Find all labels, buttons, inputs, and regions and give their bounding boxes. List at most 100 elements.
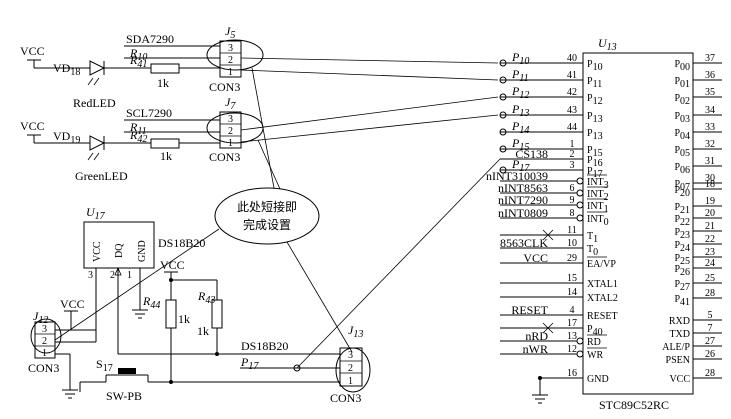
mcu-left-pin-name: P40	[587, 324, 603, 338]
svg-text:S17: S17	[96, 357, 113, 374]
j5-name: CON3	[209, 80, 240, 94]
j12-jumper-ellipse	[30, 318, 62, 354]
mcu-right-pin-num: 19	[705, 196, 715, 207]
led-red-sub: 18	[70, 67, 80, 78]
res-red-val: 1k	[157, 76, 169, 90]
mcu-right-pin-name: P27	[674, 279, 690, 293]
mcu-pin-bubble	[576, 337, 584, 345]
j13-net2: P	[240, 355, 249, 369]
svg-text:P17: P17	[240, 355, 259, 372]
mcu-part: STC89C52RC	[599, 398, 669, 412]
mcu-left-pin-name: INT2	[587, 189, 609, 203]
led-green-sub: 19	[70, 135, 80, 146]
mcu-right-pin-num: 23	[705, 247, 715, 258]
led-red-label: RedLED	[73, 96, 116, 110]
j7-sub: 7	[230, 101, 236, 112]
j12-ref: J	[33, 309, 39, 323]
mcu-left-pin-name: P11	[587, 76, 602, 90]
mcu-right-pin-num: 26	[705, 349, 715, 360]
pullup-resistors: VCC R44 1k R43 1k	[142, 258, 223, 382]
u17-pin-dq: DQ	[114, 243, 125, 258]
mcu-left-pin-num: 14	[567, 287, 577, 298]
mcu-left-pin-num: 3	[570, 160, 575, 171]
j13-pin-2: 2	[348, 363, 353, 374]
svg-text:VD18: VD18	[53, 61, 80, 78]
j12-pin-3: 3	[42, 324, 47, 335]
mcu-right-pin-num: 21	[705, 221, 715, 232]
j12-name: CON3	[28, 361, 59, 375]
mcu-left-pin-num: 13	[567, 331, 577, 342]
svg-text:R43: R43	[197, 289, 215, 306]
mcu-left-pin-num: 2	[570, 149, 575, 160]
mcu-right-pin-num: 24	[705, 258, 715, 269]
mcu-left-pin-num: 29	[567, 253, 577, 264]
mcu-left-pin-name: T1	[587, 231, 598, 245]
mcu-left-net-label: P15	[511, 136, 529, 153]
mcu-left-pin-num: 10	[567, 238, 577, 249]
mcu-right-pin-num: 22	[705, 234, 715, 245]
mcu-right-pin-num: 30	[705, 173, 715, 184]
mcu-right-pin-name: ALE/P	[662, 342, 690, 353]
mcu-left-net-label: nINT0809	[498, 206, 548, 220]
r44-val: 1k	[178, 312, 190, 326]
mcu-left-net-label: P12	[511, 84, 529, 101]
mcu-right-pin-name: P25	[674, 253, 690, 267]
res-green-sub: 42	[137, 134, 147, 145]
mcu-right-pin-name: PSEN	[666, 355, 690, 366]
mcu-right-pin-name: P07	[674, 179, 690, 193]
mcu-left-pin-num: 6	[570, 183, 575, 194]
u17-ref: U	[86, 205, 96, 219]
j5-jumper-ellipse	[206, 39, 264, 71]
mcu-right-pin-num: 25	[705, 273, 715, 284]
j5-pin-2: 2	[228, 55, 233, 66]
s17-button-icon	[118, 368, 136, 374]
mcu-right-pin-name: P22	[674, 214, 690, 228]
led-green-diode-icon	[89, 135, 106, 151]
mcu-left-net-label: nINT7290	[498, 193, 548, 207]
res-green-body	[150, 138, 180, 149]
mcu-left-pin-name: EA/VP	[587, 259, 616, 270]
mcu-left-pin-name: P13	[587, 111, 603, 125]
j7-ref: J	[225, 95, 231, 109]
j7-net: SCL7290	[126, 106, 172, 120]
cross-wires	[240, 57, 501, 369]
j13-jumper-ellipse	[335, 347, 371, 393]
res-green-val: 1k	[160, 149, 172, 163]
mcu-left-pin-num: 16	[567, 368, 577, 379]
mcu-left-pin-name: P12	[587, 93, 603, 107]
mcu-right-pin-num: 20	[705, 208, 715, 219]
mcu-net-terminal	[499, 76, 507, 84]
mcu-right-pin-name: P01	[674, 76, 690, 90]
svg-text:J12: J12	[33, 309, 48, 326]
mcu-left-pin-name: P10	[587, 59, 603, 73]
switch-s17: S17 SW-PB	[79, 353, 340, 403]
s17-name: SW-PB	[106, 389, 142, 403]
led-red-ref: VD	[53, 61, 71, 75]
mcu-left-net-label: nINT8563	[498, 181, 548, 195]
svg-text:VD19: VD19	[53, 129, 80, 146]
mcu-left-pin-num: 9	[570, 195, 575, 206]
mcu-right-pin-num: 34	[705, 105, 715, 116]
u17-pin-1: 1	[127, 270, 132, 281]
mcu-left-pin-num: 42	[567, 87, 577, 98]
mcu-left-pin-num: 40	[567, 53, 577, 64]
mcu-left-net-label: P14	[511, 119, 529, 136]
j13-net: DS18B20	[241, 339, 288, 353]
mcu-right-pin-num: 31	[705, 156, 715, 167]
svg-text:R41: R41	[129, 53, 147, 70]
mcu-pin-group: 40P10P1041P11P1142P12P1243P13P1344P13P14…	[486, 50, 722, 385]
mcu-left-pin-num: 41	[567, 70, 577, 81]
j5-net: SDA7290	[126, 32, 174, 46]
mcu-left-pin-name: P13	[587, 128, 603, 142]
mcu-pin-bubble	[576, 189, 584, 197]
j7-pin-3: 3	[228, 114, 233, 125]
mcu-pin-bubble	[576, 201, 584, 209]
j12-pin-1: 1	[42, 348, 47, 359]
led-red-arrow-icon	[87, 77, 94, 86]
u17-dq-arrow-icon	[114, 266, 122, 276]
svg-text:J13: J13	[348, 323, 363, 340]
note-line1: 此处短接即	[237, 199, 297, 214]
note-callout: 此处短接即 完成设置	[54, 67, 353, 353]
mcu-right-pin-num: 27	[705, 336, 715, 347]
mcu-left-pin-name: XTAL1	[587, 279, 618, 290]
